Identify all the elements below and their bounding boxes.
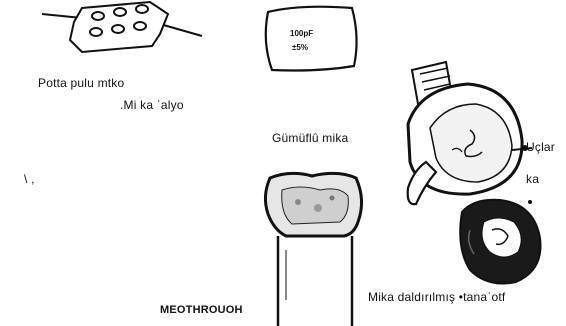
label-gumuflu-mika: Gümüflû mika [272, 131, 348, 145]
label-ka: ka [526, 172, 539, 186]
dipped-mica-capacitor [265, 173, 361, 326]
assembled-mica-capacitor [408, 62, 532, 204]
label-meothrouoh: MEOTHROUOH [160, 303, 243, 317]
capacitor-tolerance-marking: ±5% [292, 43, 308, 52]
potted-mica-capacitor [42, 2, 202, 52]
silvered-mica-capacitor: 100pF ±5% [266, 7, 357, 71]
capacitor-value-marking: 100pF [290, 29, 313, 38]
mica-dipped-element [460, 200, 540, 284]
label-stray-mark: \ , [24, 172, 35, 186]
label-uclar: Uçlar [526, 140, 555, 154]
label-mika-kalyo: .Mi ka ˈalyo [120, 98, 184, 112]
label-potta-pulu: Potta pulu mtko [38, 76, 124, 90]
label-mika-daldirilmis: Mika daldırılmış •tanaˈotf [368, 290, 505, 304]
